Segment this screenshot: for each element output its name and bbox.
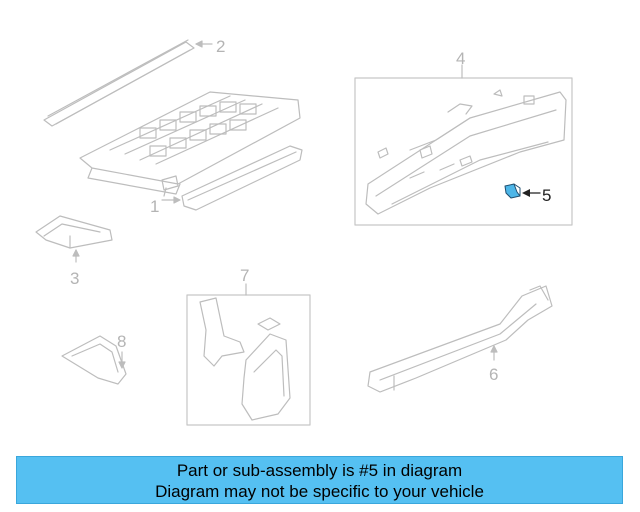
callout-1: 1 (150, 197, 159, 216)
part-8-bracket (61, 335, 127, 385)
callout-5: 5 (542, 186, 551, 205)
callout-6: 6 (489, 365, 498, 384)
part-3-bracket (35, 215, 113, 263)
part-6-sill-rail (367, 285, 553, 393)
banner-line-1: Part or sub-assembly is #5 in diagram (176, 461, 463, 480)
callout-7: 7 (240, 266, 249, 285)
part-7-quarter-inner (186, 283, 311, 426)
callout-8: 8 (117, 332, 126, 351)
part-4-panel-assembly (354, 64, 573, 226)
callout-3: 3 (70, 269, 79, 288)
part-5-clip-highlighted (504, 183, 541, 199)
callout-2: 2 (216, 37, 225, 56)
info-banner: Part or sub-assembly is #5 in diagram Di… (16, 456, 623, 504)
parcel-shelf-panel (79, 91, 301, 195)
part-2-rail (43, 39, 213, 127)
banner-line-2: Diagram may not be specific to your vehi… (155, 482, 484, 501)
part-1-crossmember (161, 145, 303, 211)
callout-4: 4 (456, 49, 465, 68)
